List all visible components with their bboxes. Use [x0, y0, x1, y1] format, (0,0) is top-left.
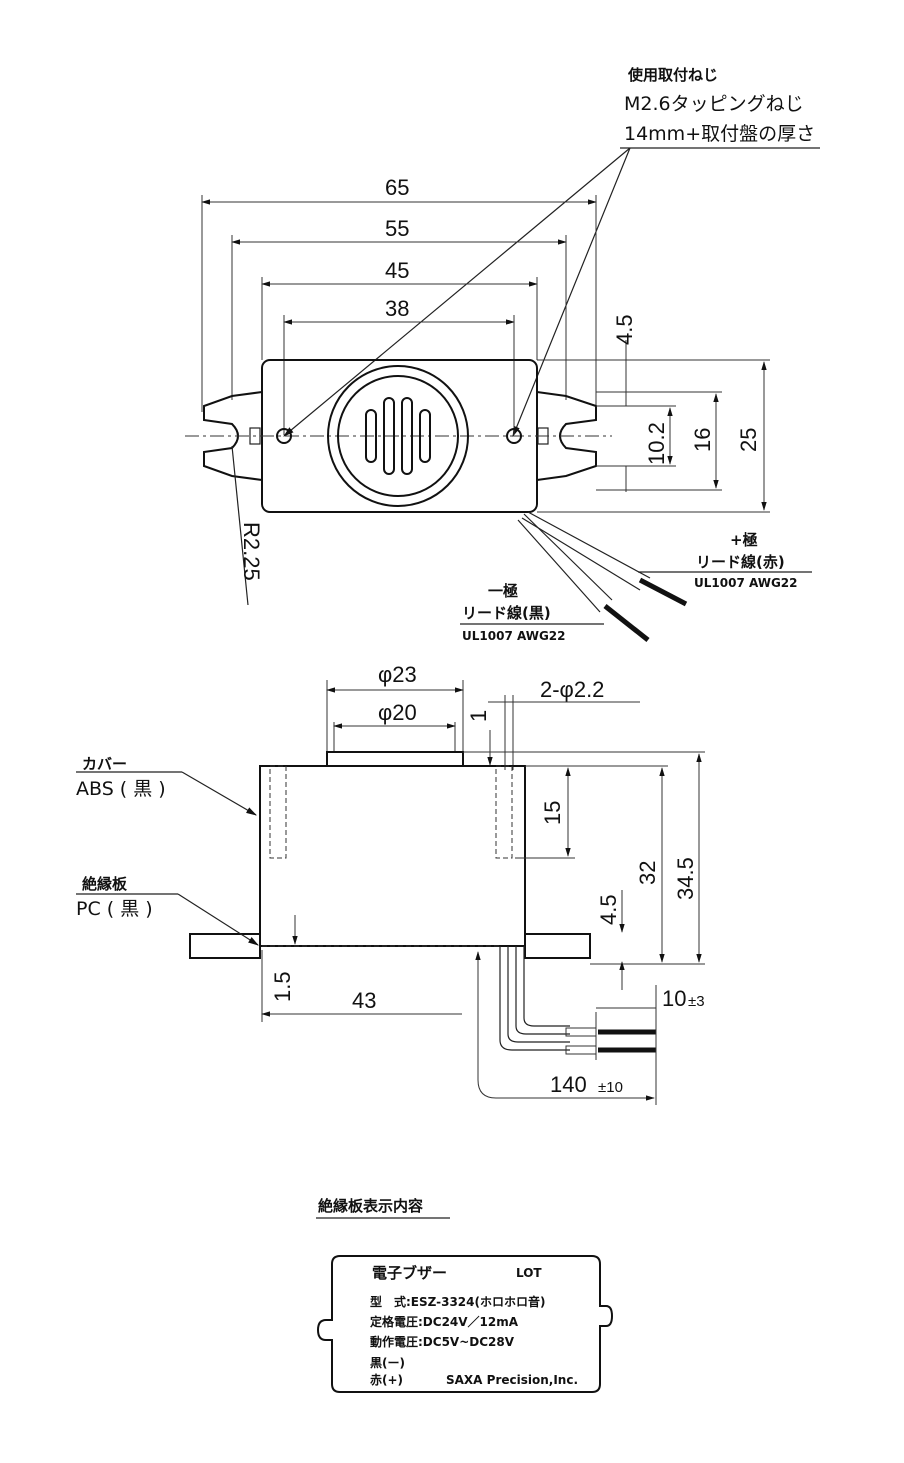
side-view: φ23 φ20 2-φ2.2 1 カバー ABS ( 黒 ) 絶縁板 PC ( …: [76, 662, 705, 1105]
insulator-material: PC ( 黒 ): [76, 898, 153, 920]
pos-lead-spec: UL1007 AWG22: [694, 576, 798, 590]
label-plate: [316, 1255, 614, 1393]
dim-holes: 2-φ2.2: [540, 677, 604, 702]
label-maker: SAXA Precision,Inc.: [446, 1373, 578, 1387]
label-heading: 絶縁板表示内容: [318, 1197, 423, 1215]
lead-neg-outline-b: [517, 519, 601, 613]
dim-16: 16: [690, 428, 715, 452]
screw-leader-left: [283, 147, 631, 437]
dim-25: 25: [736, 428, 761, 452]
dim-10: 10: [662, 986, 686, 1011]
dim-55: 55: [385, 216, 409, 241]
sound-slot-2: [383, 397, 395, 475]
sound-slot-1: [365, 409, 377, 463]
insulator-leader: [177, 893, 259, 946]
top-view: 使用取付ねじ M2.6タッピングねじ 14mm+取付盤の厚さ 65 55 45 …: [185, 66, 820, 643]
dim-43: 43: [352, 988, 376, 1013]
right-flange: [524, 933, 591, 959]
pos-lead-label: リード線(赤): [696, 553, 785, 571]
label-rated-voltage: 定格電圧:DC24V／12mA: [370, 1314, 519, 1329]
sound-slot-4: [419, 409, 431, 463]
pos-pole: +極: [730, 531, 758, 549]
lead-pos-tip: [638, 577, 688, 607]
label-model: 型 式:ESZ-3324(ホロホロ音): [370, 1294, 545, 1309]
left-flange: [189, 933, 261, 959]
lead-neg-outline-a: [523, 513, 613, 601]
right-screw-boss: [495, 765, 513, 859]
wire-2: [507, 946, 570, 1043]
sound-slot-3: [401, 397, 413, 475]
neg-pole: 一極: [488, 582, 518, 600]
sound-port-outer: [327, 365, 469, 507]
dim-line-140: [475, 951, 655, 1101]
screw-note-line3: 14mm+取付盤の厚さ: [624, 123, 815, 145]
dim-140-tol: ±10: [598, 1079, 623, 1096]
dim-34-5: 34.5: [673, 857, 698, 900]
dim-45: 45: [385, 258, 409, 283]
dim-4-5-side: 4.5: [596, 894, 621, 925]
dim-65: 65: [385, 175, 409, 200]
label-operating-voltage: 動作電圧:DC5V~DC28V: [370, 1334, 515, 1349]
sound-port-inner: [337, 375, 459, 497]
dim-4-5-top: 4.5: [612, 314, 637, 345]
left-screw-boss: [269, 765, 287, 859]
dim-1-5: 1.5: [270, 971, 295, 1002]
neg-lead-spec: UL1007 AWG22: [462, 629, 566, 643]
screw-note-line2: M2.6タッピングねじ: [624, 93, 804, 115]
lead-pos-outline-b: [521, 517, 641, 591]
dim-phi23: φ23: [378, 662, 417, 687]
label-black: 黒(ー): [370, 1356, 405, 1370]
left-mount-hole: [276, 428, 292, 444]
cover-leader: [181, 771, 257, 816]
label-red: 赤(+): [370, 1372, 403, 1387]
dim-15: 15: [540, 801, 565, 825]
insulator-name: 絶縁板: [82, 875, 128, 893]
label-section: 絶縁板表示内容 電子ブザー LOT 型 式:ESZ-3324(ホロホロ音) 定格…: [316, 1197, 614, 1393]
cover-body: [259, 765, 526, 947]
wire-sleeve-1: [565, 1027, 597, 1037]
screw-leader-right: [512, 147, 631, 438]
dim-32: 32: [635, 861, 660, 885]
dim-10-tol: ±3: [688, 993, 705, 1010]
dim-r2-25: R2.25: [239, 522, 264, 581]
cover-material: ABS ( 黒 ): [76, 778, 166, 800]
right-mount-hole: [506, 428, 522, 444]
dim-10-2: 10.2: [644, 422, 669, 465]
dim-1: 1: [466, 710, 491, 722]
label-title: 電子ブザー: [372, 1264, 447, 1282]
dim-140: 140: [550, 1072, 587, 1097]
lead-pos-outline-a: [527, 511, 651, 579]
label-lot: LOT: [516, 1266, 542, 1280]
sound-boss: [326, 751, 464, 767]
neg-lead-label: リード線(黒): [462, 604, 551, 622]
dim-38: 38: [385, 296, 409, 321]
cover-name: カバー: [82, 755, 127, 773]
radius-leader: [231, 445, 249, 606]
wire-sleeve-2: [565, 1045, 597, 1055]
dim-phi20: φ20: [378, 700, 417, 725]
screw-note-line1: 使用取付ねじ: [627, 66, 718, 84]
lead-neg-tip: [603, 604, 650, 642]
